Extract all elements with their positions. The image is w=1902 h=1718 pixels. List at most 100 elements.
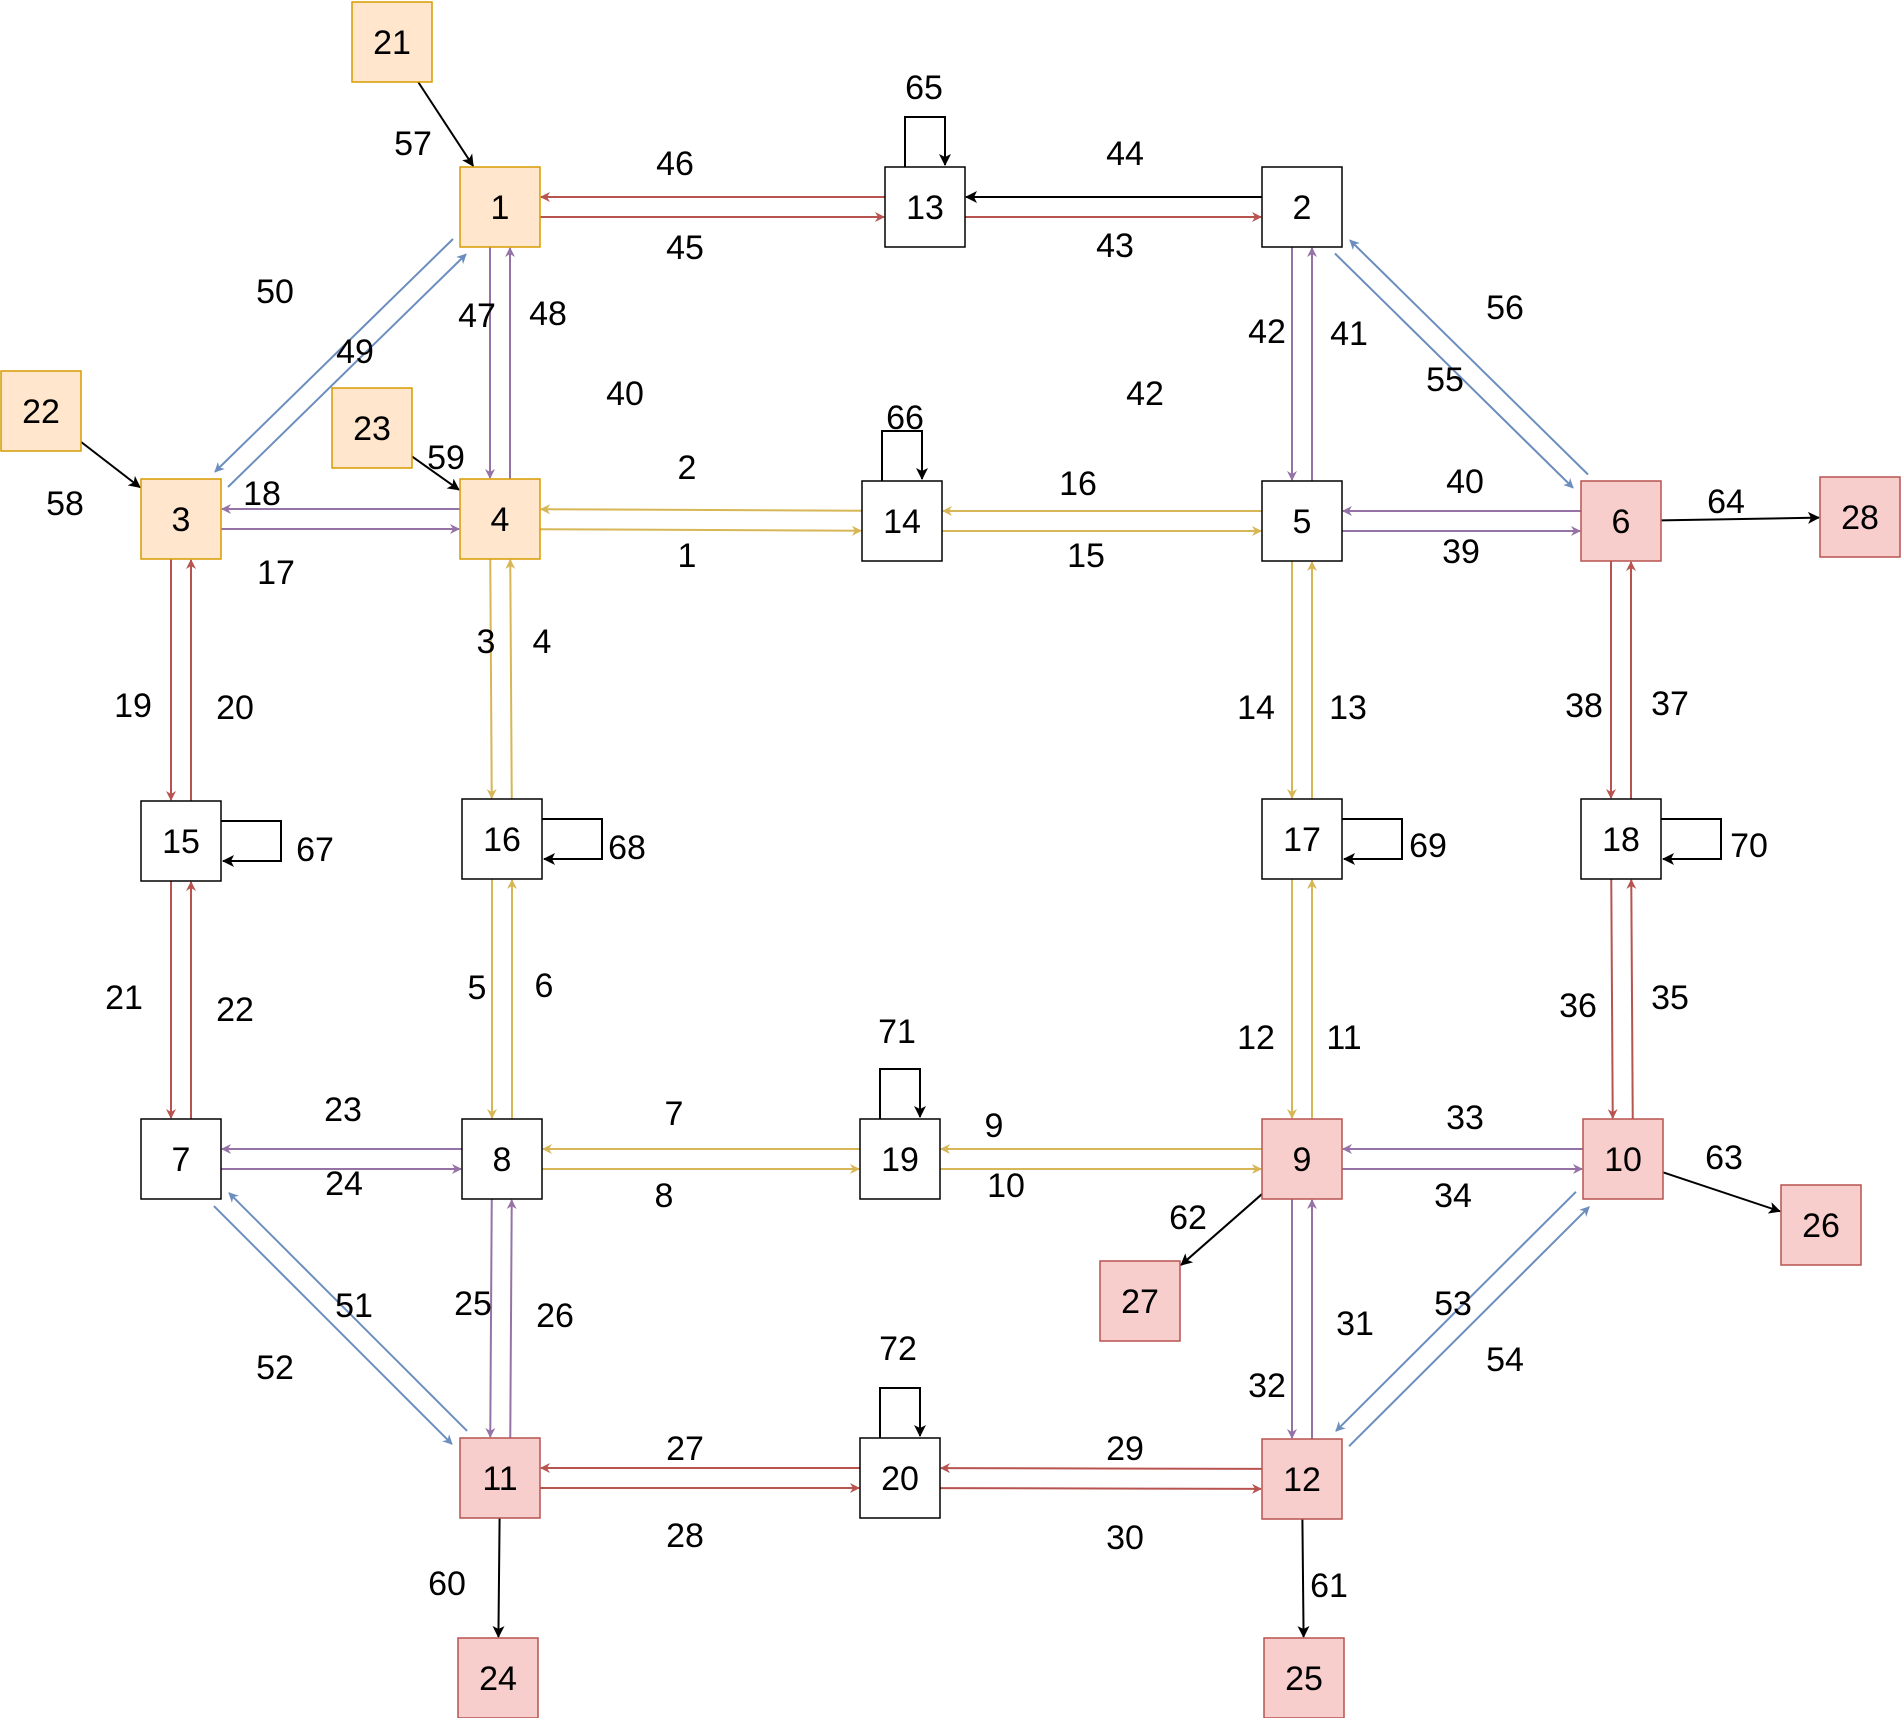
node-box <box>1261 480 1343 562</box>
edge-label-55: 55 <box>1426 361 1464 399</box>
edge-label-67: 67 <box>296 831 334 869</box>
node-label: 28 <box>1841 499 1879 537</box>
node-10[interactable]: 10 <box>1582 1118 1664 1200</box>
node-label: 14 <box>883 503 921 541</box>
node-3[interactable]: 3 <box>140 478 222 560</box>
edge-68 <box>542 818 603 865</box>
edges-layer <box>80 81 1820 1638</box>
edge-67 <box>221 820 282 867</box>
edge-label-49: 49 <box>336 333 374 371</box>
edge-label-40: 40 <box>1446 463 1484 501</box>
node-6[interactable]: 6 <box>1580 480 1662 562</box>
node-4[interactable]: 4 <box>459 478 541 560</box>
edge-label-65: 65 <box>905 69 943 107</box>
node-27[interactable]: 27 <box>1099 1260 1181 1342</box>
edge-label-70: 70 <box>1730 827 1768 865</box>
edge-64 <box>1660 511 1820 524</box>
node-7[interactable]: 7 <box>140 1118 222 1200</box>
node-20[interactable]: 20 <box>859 1437 941 1519</box>
node-8[interactable]: 8 <box>461 1118 543 1200</box>
node-box <box>1261 166 1343 248</box>
node-25[interactable]: 25 <box>1263 1637 1345 1718</box>
node-14[interactable]: 14 <box>861 480 943 562</box>
edge-label-25: 25 <box>454 1285 492 1323</box>
edge-70 <box>1661 818 1722 865</box>
node-box <box>1261 1118 1343 1200</box>
node-label: 8 <box>493 1141 512 1179</box>
node-18[interactable]: 18 <box>1580 798 1662 880</box>
node-label: 20 <box>881 1460 919 1498</box>
node-label: 3 <box>172 501 191 539</box>
edge-51 <box>213 1205 453 1445</box>
edge-label-7: 7 <box>665 1095 684 1133</box>
node-22[interactable]: 22 <box>0 370 82 452</box>
node-21[interactable]: 21 <box>351 1 433 83</box>
edge-60 <box>492 1517 505 1638</box>
node-label: 6 <box>1612 503 1631 541</box>
node-box <box>1099 1260 1181 1342</box>
edge-label-33: 33 <box>1446 1099 1484 1137</box>
edge-26 <box>506 1199 517 1439</box>
node-box <box>459 1437 541 1519</box>
node-box <box>351 1 433 83</box>
node-box <box>1580 798 1662 880</box>
edge-49 <box>214 238 454 473</box>
node-label: 13 <box>906 189 944 227</box>
edge-label-36: 36 <box>1559 987 1597 1025</box>
node-box <box>1780 1184 1862 1266</box>
node-13[interactable]: 13 <box>884 166 966 248</box>
edge-56 <box>1334 252 1574 489</box>
edge-label-5: 5 <box>468 969 487 1007</box>
node-label: 9 <box>1293 1141 1312 1179</box>
node-2[interactable]: 2 <box>1261 166 1343 248</box>
edge-label-60: 60 <box>428 1565 466 1603</box>
edge-label-62: 62 <box>1169 1199 1207 1237</box>
node-16[interactable]: 16 <box>461 798 543 880</box>
edge-72 <box>879 1387 926 1438</box>
edge-label-37: 37 <box>1651 685 1689 723</box>
node-11[interactable]: 11 <box>459 1437 541 1519</box>
edge-label-4: 4 <box>533 623 552 661</box>
node-12[interactable]: 12 <box>1261 1438 1343 1520</box>
edge-label-50: 50 <box>256 273 294 311</box>
edge-label-38: 38 <box>1565 687 1603 725</box>
node-28[interactable]: 28 <box>1819 476 1901 558</box>
node-label: 16 <box>483 821 521 859</box>
edge-label-68: 68 <box>608 829 646 867</box>
edge-label-23: 23 <box>324 1091 362 1129</box>
edge-label-28: 28 <box>666 1517 704 1555</box>
edge-label-8: 8 <box>655 1177 674 1215</box>
node-label: 22 <box>22 393 60 431</box>
edge-57 <box>417 81 475 167</box>
node-23[interactable]: 23 <box>331 387 413 469</box>
edge-69 <box>1342 818 1403 865</box>
node-24[interactable]: 24 <box>457 1637 539 1718</box>
edge-label-47: 47 <box>458 297 496 335</box>
edge-label-19: 19 <box>114 687 152 725</box>
node-box <box>1582 1118 1664 1200</box>
node-label: 18 <box>1602 821 1640 859</box>
node-19[interactable]: 19 <box>859 1118 941 1200</box>
node-5[interactable]: 5 <box>1261 480 1343 562</box>
node-9[interactable]: 9 <box>1261 1118 1343 1200</box>
edge-65 <box>904 116 951 167</box>
edge-label-2: 2 <box>678 449 697 487</box>
edge-label-13: 13 <box>1329 689 1367 727</box>
node-15[interactable]: 15 <box>140 800 222 882</box>
node-1[interactable]: 1 <box>459 166 541 248</box>
edge-1 <box>540 504 863 515</box>
edge-54 <box>1335 1191 1577 1432</box>
edge-label-43: 43 <box>1096 227 1134 265</box>
edge-label-17: 17 <box>257 554 295 592</box>
edge-53 <box>1348 1206 1590 1447</box>
edge-label-56: 56 <box>1486 289 1524 327</box>
node-box <box>140 478 222 560</box>
edge-label-18: 18 <box>243 475 281 513</box>
node-17[interactable]: 17 <box>1261 798 1343 880</box>
node-label: 24 <box>479 1660 517 1698</box>
edge-label-1: 1 <box>678 537 697 575</box>
node-26[interactable]: 26 <box>1780 1184 1862 1266</box>
edge-label-16: 16 <box>1059 465 1097 503</box>
edge-62 <box>1180 1193 1263 1266</box>
node-label: 26 <box>1802 1207 1840 1245</box>
